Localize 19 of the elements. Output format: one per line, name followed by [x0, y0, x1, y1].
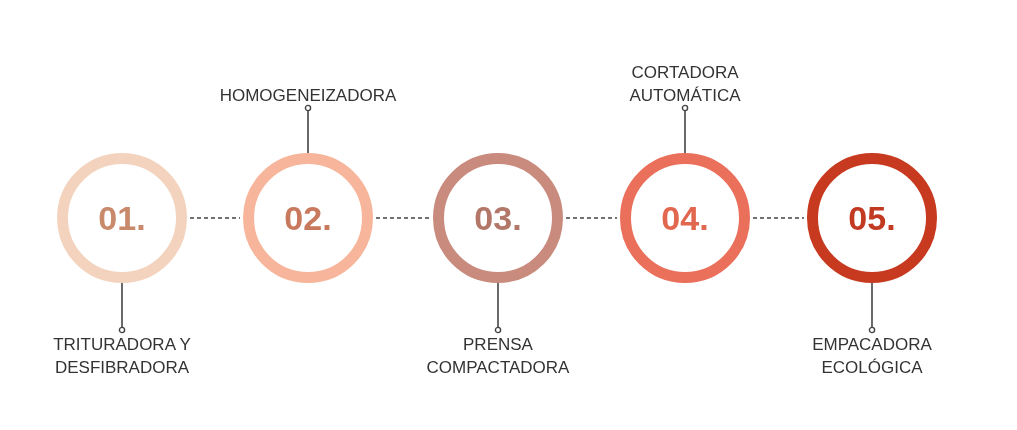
step-number: 05. — [848, 197, 896, 239]
step-number: 04. — [661, 197, 709, 239]
dashed-connector — [752, 217, 805, 219]
step-number: 02. — [284, 197, 332, 239]
leader-line — [304, 104, 312, 154]
leader-line — [868, 282, 876, 334]
step-label: EMPACADORA ECOLÓGICA — [772, 330, 972, 380]
step-label: TRITURADORA Y DESFIBRADORA — [22, 330, 222, 380]
leader-line — [681, 104, 689, 154]
step-label: HOMOGENEIZADORA — [208, 81, 408, 108]
leader-line — [118, 282, 126, 334]
leader-line — [494, 282, 502, 334]
step-label: CORTADORA AUTOMÁTICA — [585, 58, 785, 108]
step-label: PRENSA COMPACTADORA — [398, 330, 598, 380]
dashed-connector — [565, 217, 618, 219]
step-number: 03. — [474, 197, 522, 239]
step-number: 01. — [98, 197, 146, 239]
dashed-connector — [375, 217, 431, 219]
dashed-connector — [189, 217, 241, 219]
